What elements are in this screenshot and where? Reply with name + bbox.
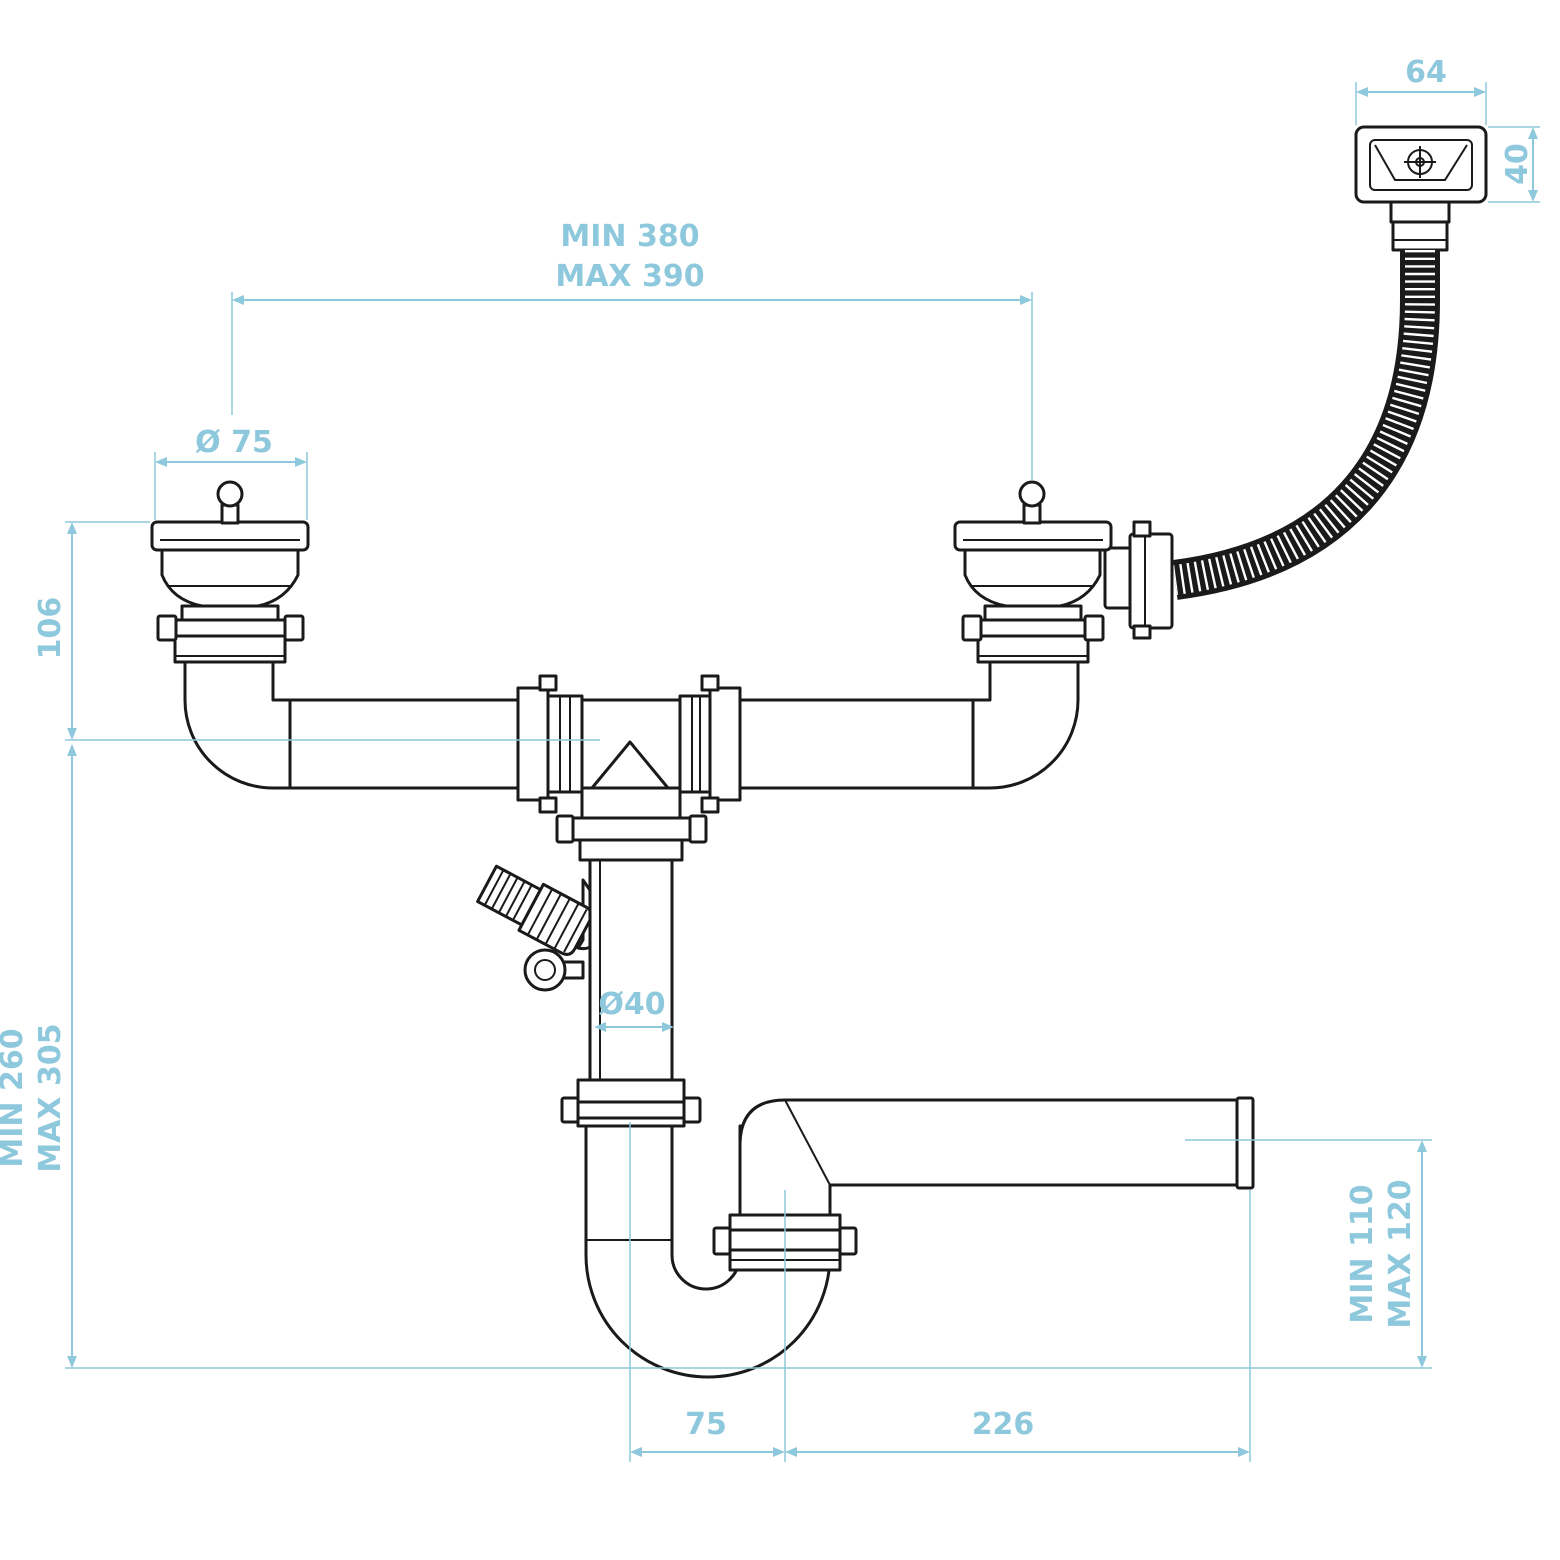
- overflow-hose: [1172, 250, 1440, 600]
- vertical-pipe: [555, 814, 708, 1128]
- total-height-max-label: MAX 305: [33, 1023, 68, 1172]
- right-horizontal-pipe: [733, 698, 982, 790]
- outlet-length-label: 226: [972, 1407, 1035, 1442]
- siphon-drawing: [150, 125, 1488, 1379]
- outlet-height-max-label: MAX 120: [1383, 1179, 1418, 1328]
- trap-offset-label: 75: [685, 1407, 727, 1442]
- right-elbow: [971, 658, 1080, 790]
- left-horizontal-pipe: [283, 698, 527, 790]
- left-elbow: [183, 658, 292, 790]
- distance-max-label: MAX 390: [555, 259, 704, 294]
- right-strainer: [953, 480, 1113, 664]
- total-height-min-label: MIN 260: [0, 1028, 30, 1167]
- outlet-height-min-label: MIN 110: [1345, 1184, 1380, 1323]
- overflow-height-label: 40: [1500, 143, 1535, 185]
- dimension-lines: [65, 82, 1540, 1462]
- central-tee: [516, 674, 742, 820]
- strainer-height-label: 106: [33, 597, 68, 660]
- left-strainer: [150, 480, 310, 664]
- pipe-diameter-label: Ø40: [598, 987, 665, 1022]
- outlet-pipe: [738, 1096, 1255, 1217]
- washing-machine-inlet: [476, 864, 602, 992]
- dimension-labels: 64 40 MIN 380 MAX 390 Ø 75 106 MIN 260 M…: [0, 55, 1535, 1442]
- distance-min-label: MIN 380: [560, 219, 699, 254]
- hose-connector: [1103, 520, 1174, 640]
- overflow-width-label: 64: [1405, 55, 1447, 90]
- overflow-outlet: [1354, 125, 1488, 252]
- strainer-diameter-label: Ø 75: [195, 425, 273, 460]
